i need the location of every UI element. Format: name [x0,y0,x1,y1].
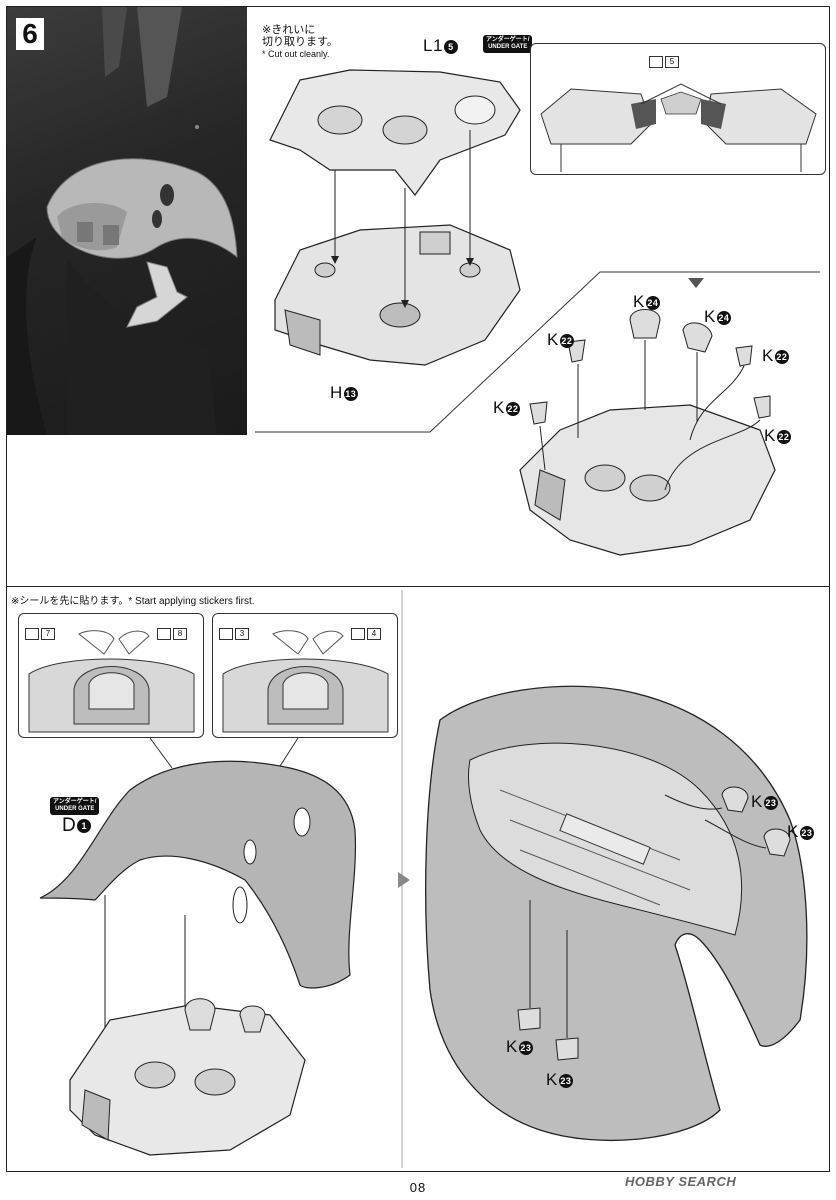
sticker-inset-left-art [28,630,195,733]
cut-note-jp2: 切り取ります。 [262,36,338,48]
part-letter: K [547,330,559,349]
page-number: 08 [409,1180,427,1195]
detail-inset-top: 5 [530,43,826,175]
step-number: 6 [16,18,44,50]
part-letter: K [493,398,505,417]
sticker-inset-right-art [222,630,389,733]
sticker-inset-right: 3 4 [212,613,398,738]
part-letter: K [633,292,645,311]
part-letter: K [546,1070,558,1089]
sticker-callout: 5 [649,56,679,68]
cut-note-en: * Cut out cleanly. [262,49,330,59]
under-gate-jp: アンダーゲート/ [486,37,530,43]
watermark: HOBBY SEARCH [625,1174,737,1189]
part-letter: K [787,822,799,841]
sticker-icon [25,628,39,640]
part-letter: L1 [423,36,443,55]
section-divider [6,586,830,587]
sticker-icon [219,628,233,640]
part-number-circle: 23 [799,825,814,840]
page-frame [6,6,830,1172]
under-gate-badge: アンダーゲート/ UNDER GATE [50,797,100,815]
photo-art [7,7,238,435]
part-number-circle: 23 [558,1073,573,1088]
part-number-circle: 23 [518,1040,533,1055]
cut-note: ※きれいに 切り取ります。 * Cut out cleanly. [262,24,338,60]
sticker-number: 8 [173,628,187,640]
part-number-circle: 1 [77,818,92,833]
sticker-number: 7 [41,628,55,640]
part-letter: K [764,426,776,445]
under-gate-badge: アンダーゲート/ UNDER GATE [483,35,533,53]
reference-photo: 6 [7,7,247,435]
under-gate-jp: アンダーゲート/ [53,799,97,805]
part-letter: K [704,307,716,326]
sticker-inset-left: 7 8 [18,613,204,738]
sticker-callout: 3 [219,628,249,640]
sticker-icon [157,628,171,640]
sticker-callout: 7 [25,628,55,640]
part-number-circle: 23 [763,795,778,810]
part-number-circle: 24 [645,295,660,310]
under-gate-en: UNDER GATE [488,44,528,50]
part-number-circle: 22 [776,429,791,444]
sticker-number: 5 [665,56,679,68]
part-number-circle: 22 [505,401,520,416]
part-number-circle: 13 [343,386,358,401]
sticker-number: 3 [235,628,249,640]
part-letter: D [62,815,77,836]
part-number-circle: 5 [443,39,458,54]
sticker-callout: 4 [351,628,381,640]
sticker-number: 4 [367,628,381,640]
sticker-icon [649,56,663,68]
part-letter: K [506,1037,518,1056]
part-number-circle: 22 [774,349,789,364]
part-letter: K [751,792,763,811]
part-letter: K [762,346,774,365]
sticker-icon [351,628,365,640]
cut-note-jp: ※きれいに [262,24,316,36]
detail-inset-art [540,83,817,172]
sticker-callout: 8 [157,628,187,640]
part-letter: H [330,383,343,402]
under-gate-en: UNDER GATE [55,806,95,812]
part-number-circle: 22 [559,333,574,348]
sticker-first-note: ※シールを先に貼ります。* Start applying stickers fi… [11,596,255,607]
part-number-circle: 24 [716,310,731,325]
